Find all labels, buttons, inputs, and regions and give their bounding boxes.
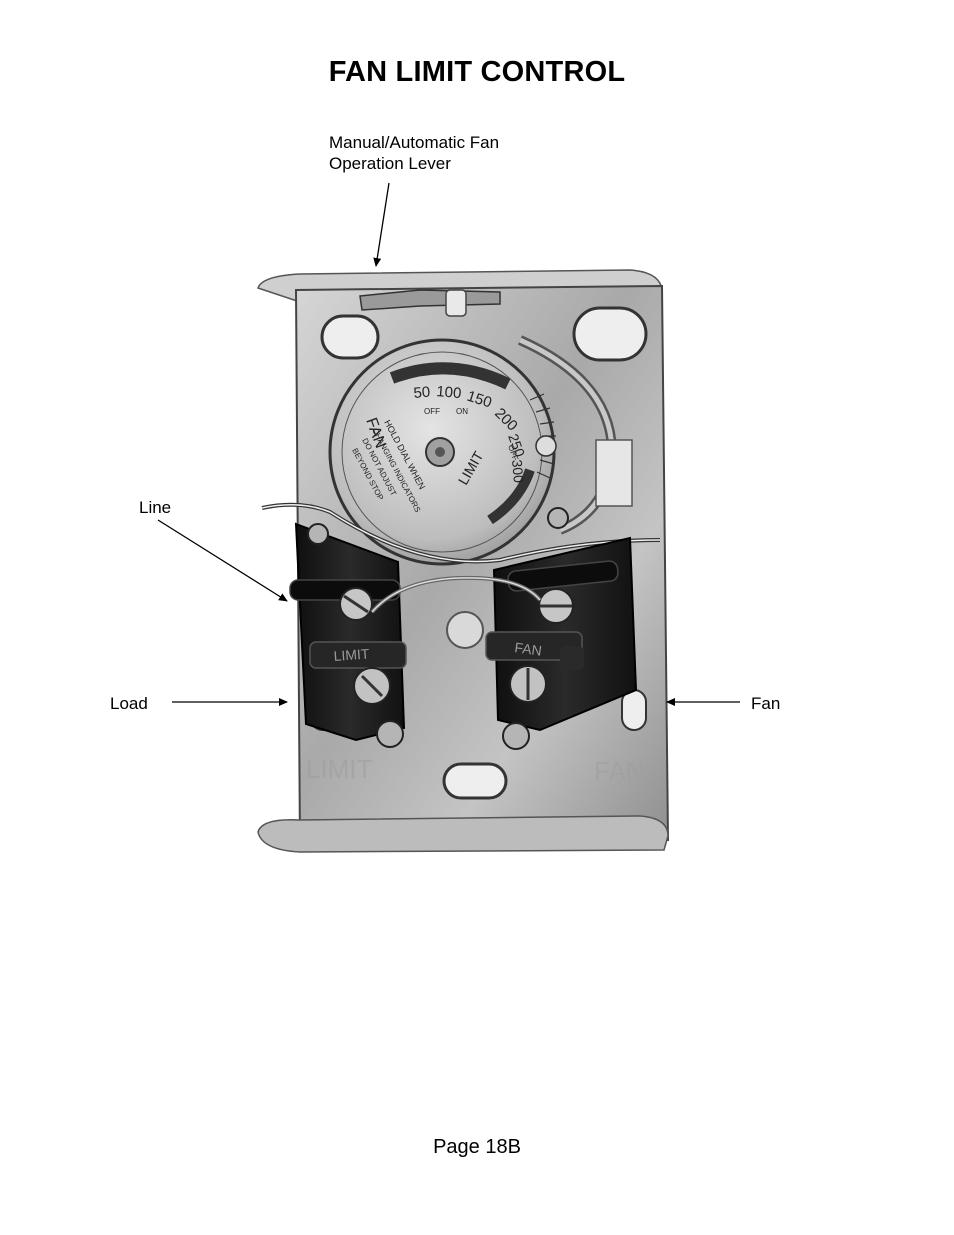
lever-label-line1: Manual/Automatic Fan [329,133,500,152]
mounting-slot [442,762,508,800]
dial-mark-on: ON [456,407,468,416]
limit-terminal-block: LIMIT [289,522,407,748]
fan-terminal-label: FAN [514,639,543,659]
lever-arrow [373,182,390,267]
dial-scale-50: 50 [413,384,431,402]
page-number: Page 18B [433,1136,521,1158]
dial-scale-100: 100 [436,383,462,402]
lever-callout-label: Manual/Automatic Fan Operation Lever [329,132,569,174]
load-callout-label: Load [110,694,148,713]
fan-callout-label: Fan [751,694,781,713]
bottom-flange [257,815,669,853]
center-hole [446,611,484,649]
fan-terminal-block: FAN [485,507,638,750]
plate-stamp-fan: FAN [594,756,645,786]
dial-scale-250: 250 [505,432,528,460]
lever-label-line2: Operation Lever [329,154,451,173]
dial-mark-off: OFF [424,407,440,416]
page-title: FAN LIMIT CONTROL [328,56,626,88]
mounting-slot [320,314,380,360]
plate-stamp-limit: LIMIT [306,754,373,784]
mounting-slot [572,306,648,362]
dial-scale-150: 150 [465,388,494,412]
limit-terminal-label: LIMIT [333,646,370,664]
line-arrow [157,519,288,602]
dial-scale-300: 300 [509,459,527,484]
line-callout-label: Line [139,498,172,517]
